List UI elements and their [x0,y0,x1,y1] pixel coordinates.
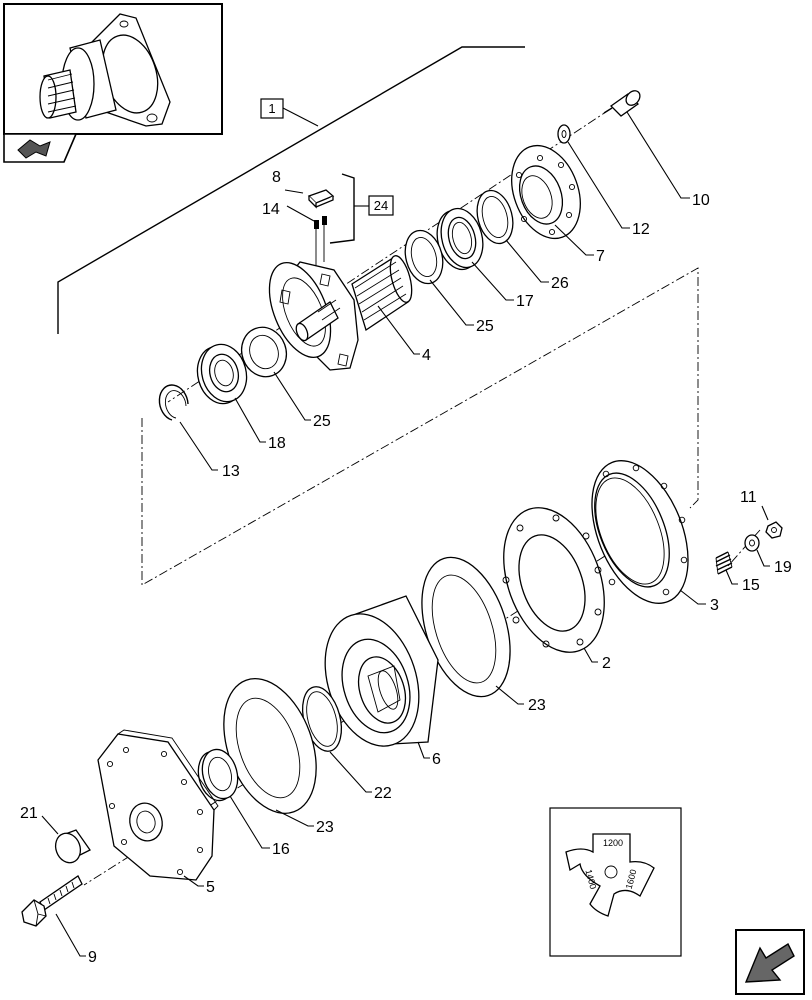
part-19-washer[interactable] [744,534,760,552]
dial-mark-top: 1200 [603,838,623,848]
part-23-disc-upper[interactable] [406,546,527,708]
part-4-carrier-shaft[interactable] [257,253,416,371]
callout-22: 22 [374,785,392,802]
part-20-dial-plate [565,833,655,917]
callout-3: 3 [710,597,719,614]
callout-6: 6 [432,751,441,768]
part-10-bolt[interactable] [603,88,643,117]
part-21-cap[interactable] [52,829,91,866]
callout-box-24[interactable]: 24 [368,195,394,216]
leader-lines [41,111,770,957]
part-25-shim-upper[interactable] [400,226,449,287]
part-25-shim-lower[interactable] [235,321,293,383]
callout-11: 11 [740,489,757,506]
callout-16: 16 [272,841,290,858]
part-11-nut[interactable] [765,521,783,539]
callout-23-upper: 23 [528,697,546,714]
callout-15: 15 [742,577,760,594]
dial-inset-box[interactable]: 1200 1400 1600 [549,807,682,957]
callout-8: 8 [272,169,281,186]
callout-24-label: 24 [374,198,388,213]
next-page-button[interactable] [735,929,805,995]
part-9-bolt[interactable] [21,875,83,927]
callout-13: 13 [222,463,240,480]
callout-21: 21 [20,805,38,822]
callout-4: 4 [422,347,431,364]
callout-17: 17 [516,293,534,310]
part-6-hub[interactable] [309,595,439,758]
part-5-end-cover[interactable] [97,729,219,881]
part-8-key[interactable] [307,189,335,209]
part-18-bearing[interactable] [191,339,253,408]
callout-1-label: 1 [268,101,275,116]
callout-9: 9 [88,949,97,966]
assembly-thumbnail[interactable] [3,3,223,135]
callout-5: 5 [206,879,215,896]
part-23-disc-lower[interactable] [207,666,334,826]
part-12-washer[interactable] [557,124,571,144]
callout-12: 12 [632,221,650,238]
part-14-pins[interactable] [314,216,327,266]
callout-26: 26 [551,275,569,292]
callout-25-upper: 25 [476,318,494,335]
callout-2: 2 [602,655,611,672]
part-17-bearing[interactable] [431,204,489,274]
assembly-thumbnail-icon [17,139,51,159]
callout-23-lower: 23 [316,819,334,836]
part-3-gasket-plate[interactable] [573,447,707,618]
part-26-ring[interactable] [472,187,519,248]
part-7-cover-flange[interactable] [500,136,593,248]
part-15-spring[interactable] [715,551,733,575]
callout-14: 14 [262,201,280,218]
part-2-flange-plate[interactable] [485,494,623,666]
thumbnail-nav-button[interactable] [3,133,78,163]
callout-box-1[interactable]: 1 [260,98,284,119]
next-page-arrow-icon [744,942,795,983]
callout-19: 19 [774,559,792,576]
callout-7: 7 [596,248,605,265]
callout-10: 10 [692,192,710,209]
part-22-o-ring[interactable] [296,682,348,755]
part-13-snap-ring[interactable] [158,384,189,421]
part-16-seal[interactable] [193,745,243,804]
callout-25-lower: 25 [313,413,331,430]
callout-18: 18 [268,435,286,452]
